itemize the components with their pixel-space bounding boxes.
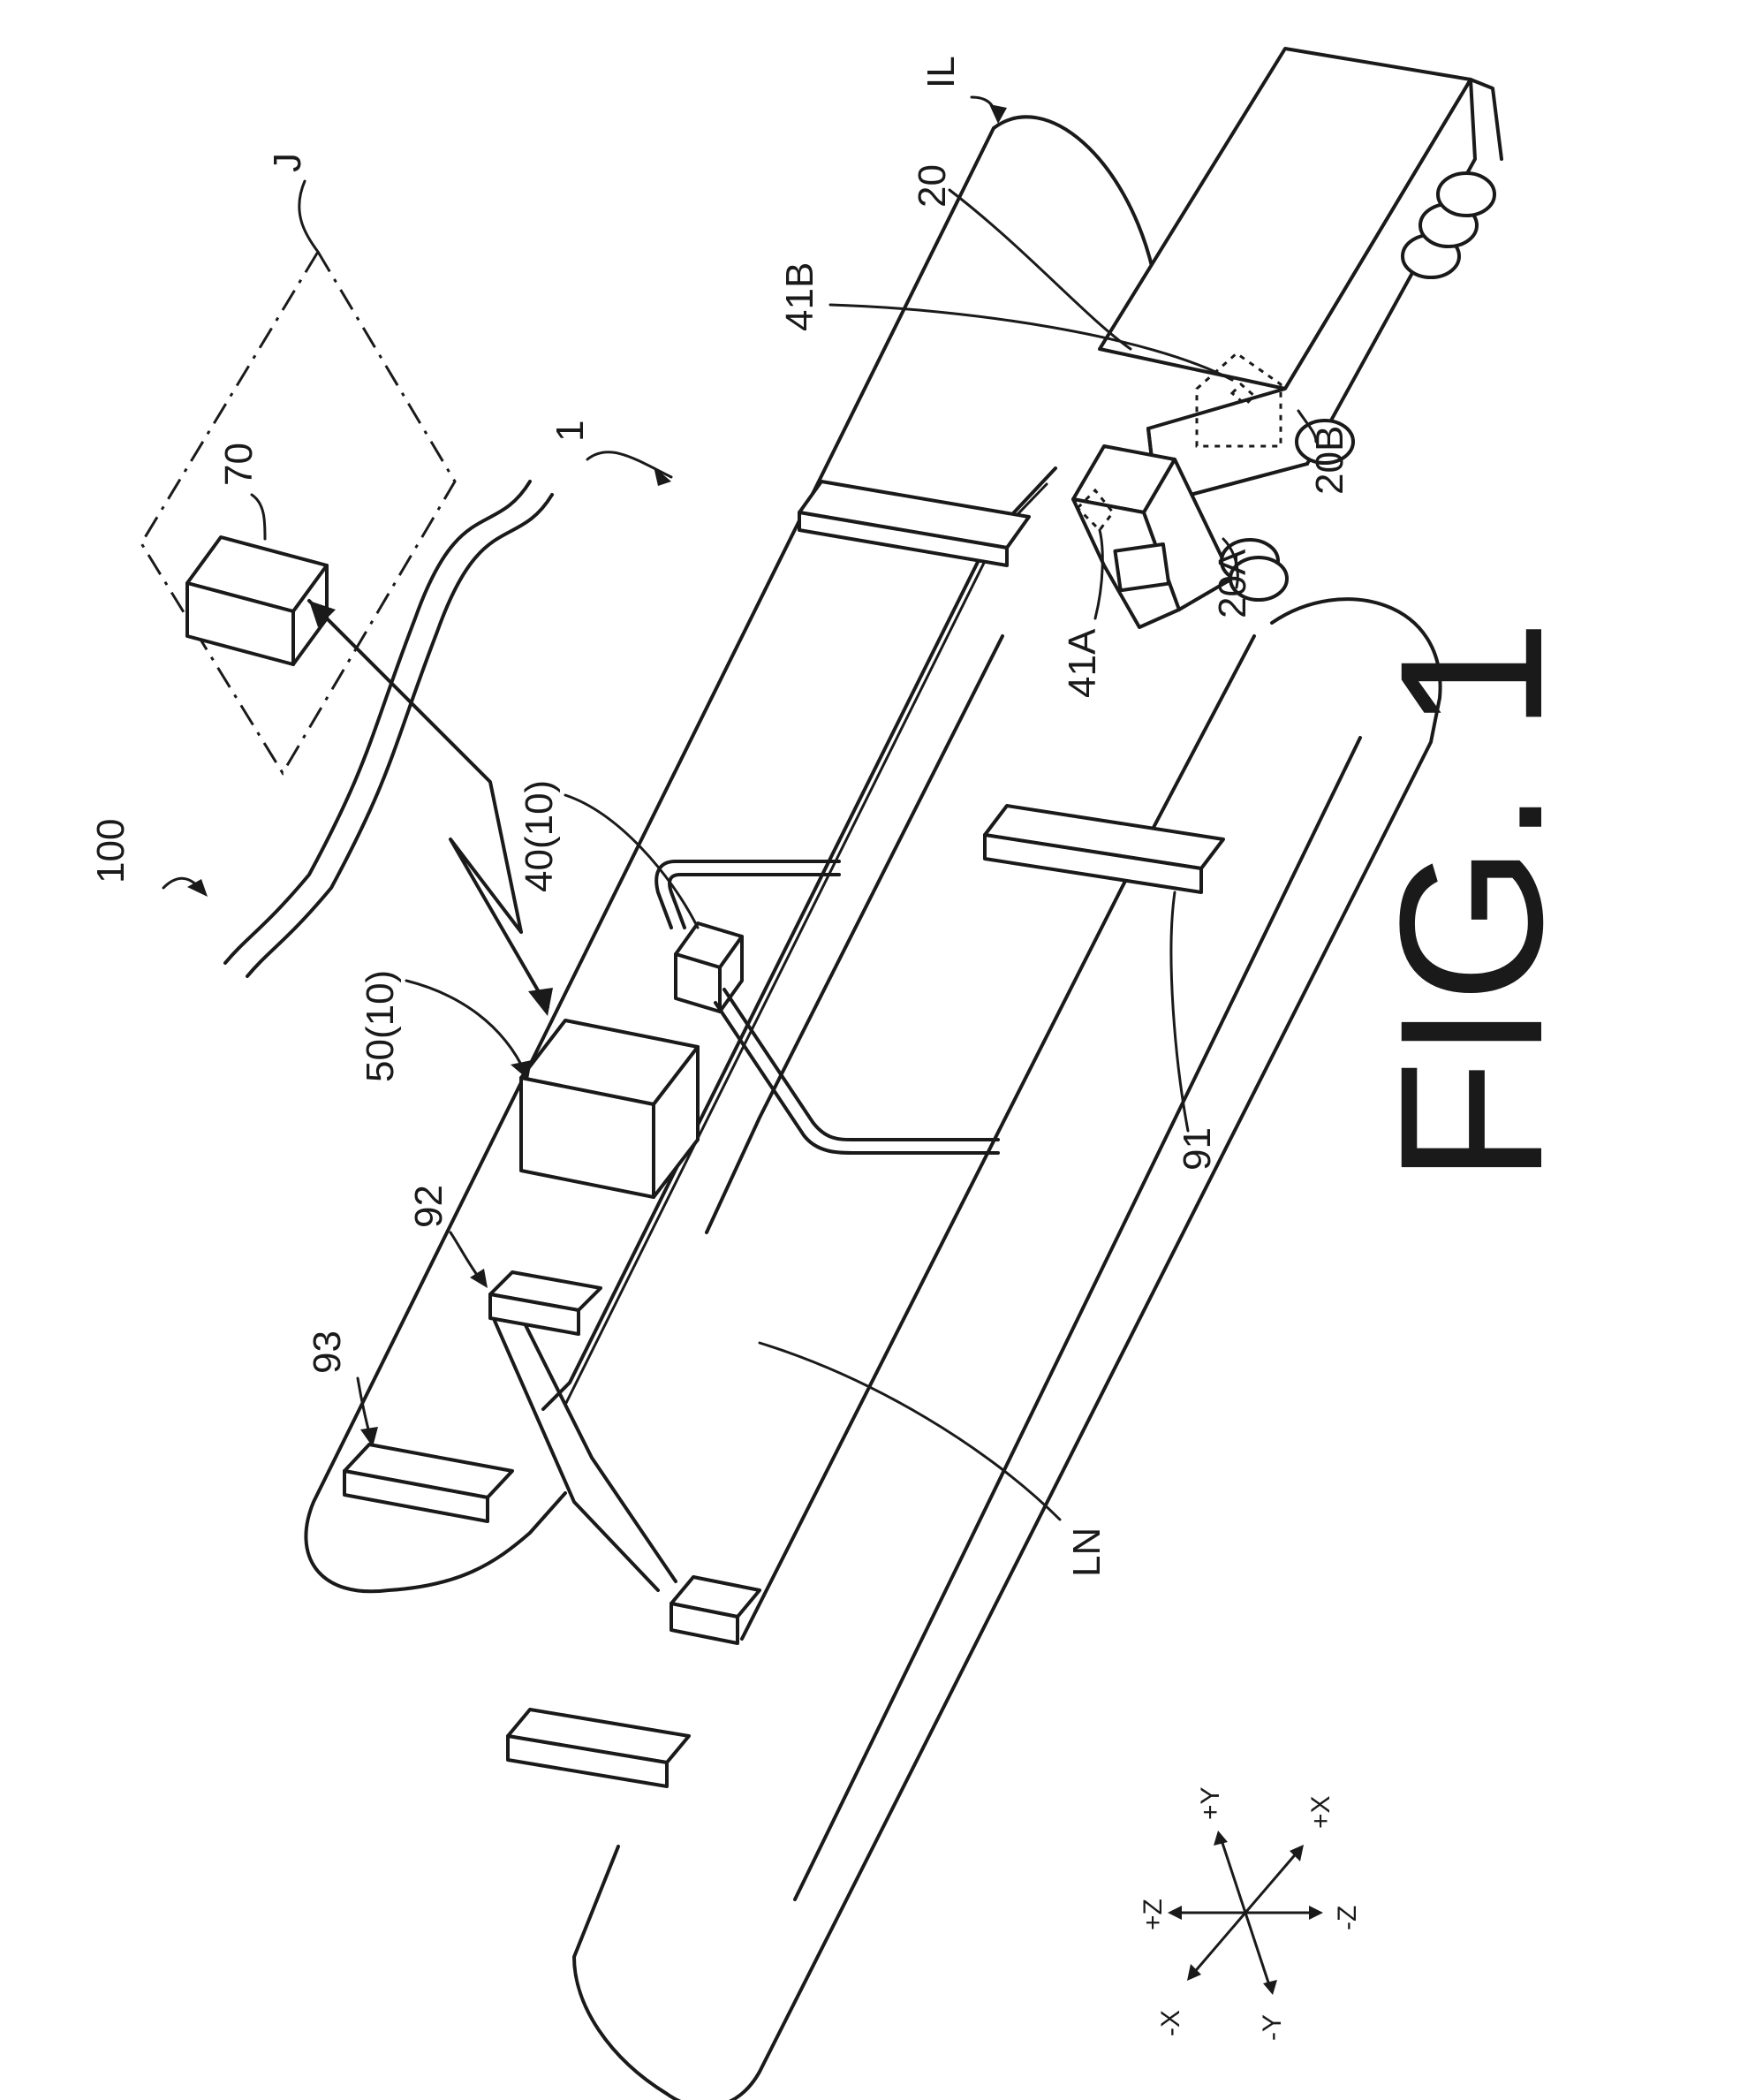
remote-area-boundary [141, 252, 455, 773]
controller-box [521, 1020, 698, 1197]
cab-window [1115, 544, 1169, 590]
label-92: 92 [407, 1185, 450, 1228]
label-1: 1 [548, 421, 592, 442]
label-41A: 41A [1061, 628, 1104, 698]
pillar-upper [799, 481, 1029, 565]
axis-indicator: +Z -Z +X -X +Y -Y [1139, 1786, 1362, 2041]
figure-title: FIG. 1 [1358, 619, 1585, 1184]
post-lower-left [508, 1710, 689, 1786]
lane-line-bottom [795, 738, 1360, 1899]
leader-J [299, 181, 318, 252]
label-40-10: 40(10) [518, 780, 561, 892]
truck [1073, 49, 1502, 627]
label-93: 93 [306, 1331, 349, 1374]
leader-50 [406, 981, 526, 1073]
axis-label-nz: -Z [1333, 1906, 1362, 1930]
server-box [187, 537, 327, 664]
label-41B: 41B [778, 262, 821, 331]
label-20A: 20A [1211, 549, 1254, 618]
label-70: 70 [217, 443, 261, 486]
lane-line-upper-inner [565, 484, 1047, 1405]
label-20: 20 [911, 164, 954, 208]
leader-70 [252, 495, 265, 539]
leader-LN [760, 1343, 1060, 1520]
label-J: J [266, 153, 309, 172]
label-100: 100 [89, 819, 132, 883]
label-50-10: 50(10) [359, 970, 402, 1082]
axis-label-nx: -X [1156, 2010, 1185, 2036]
antenna-lower [724, 989, 998, 1140]
pillar-91 [985, 806, 1223, 892]
post-93 [344, 1444, 512, 1521]
axis-label-pz: +Z [1139, 1899, 1168, 1930]
axis-label-py: +Y [1196, 1786, 1225, 1820]
lane-line-upper [543, 468, 1055, 1409]
label-20B: 20B [1308, 426, 1351, 495]
gate-92 [490, 1272, 760, 1643]
axis-label-px: +X [1306, 1795, 1335, 1829]
label-91: 91 [1176, 1127, 1219, 1171]
label-LN: LN [1065, 1528, 1108, 1577]
wheel [1438, 173, 1494, 216]
arrow-head-bottom [528, 988, 553, 1016]
axis-label-ny: -Y [1258, 2014, 1287, 2041]
lane-line-inner [707, 636, 1002, 1232]
reader-unit [656, 861, 998, 1153]
label-IL: IL [919, 56, 963, 88]
